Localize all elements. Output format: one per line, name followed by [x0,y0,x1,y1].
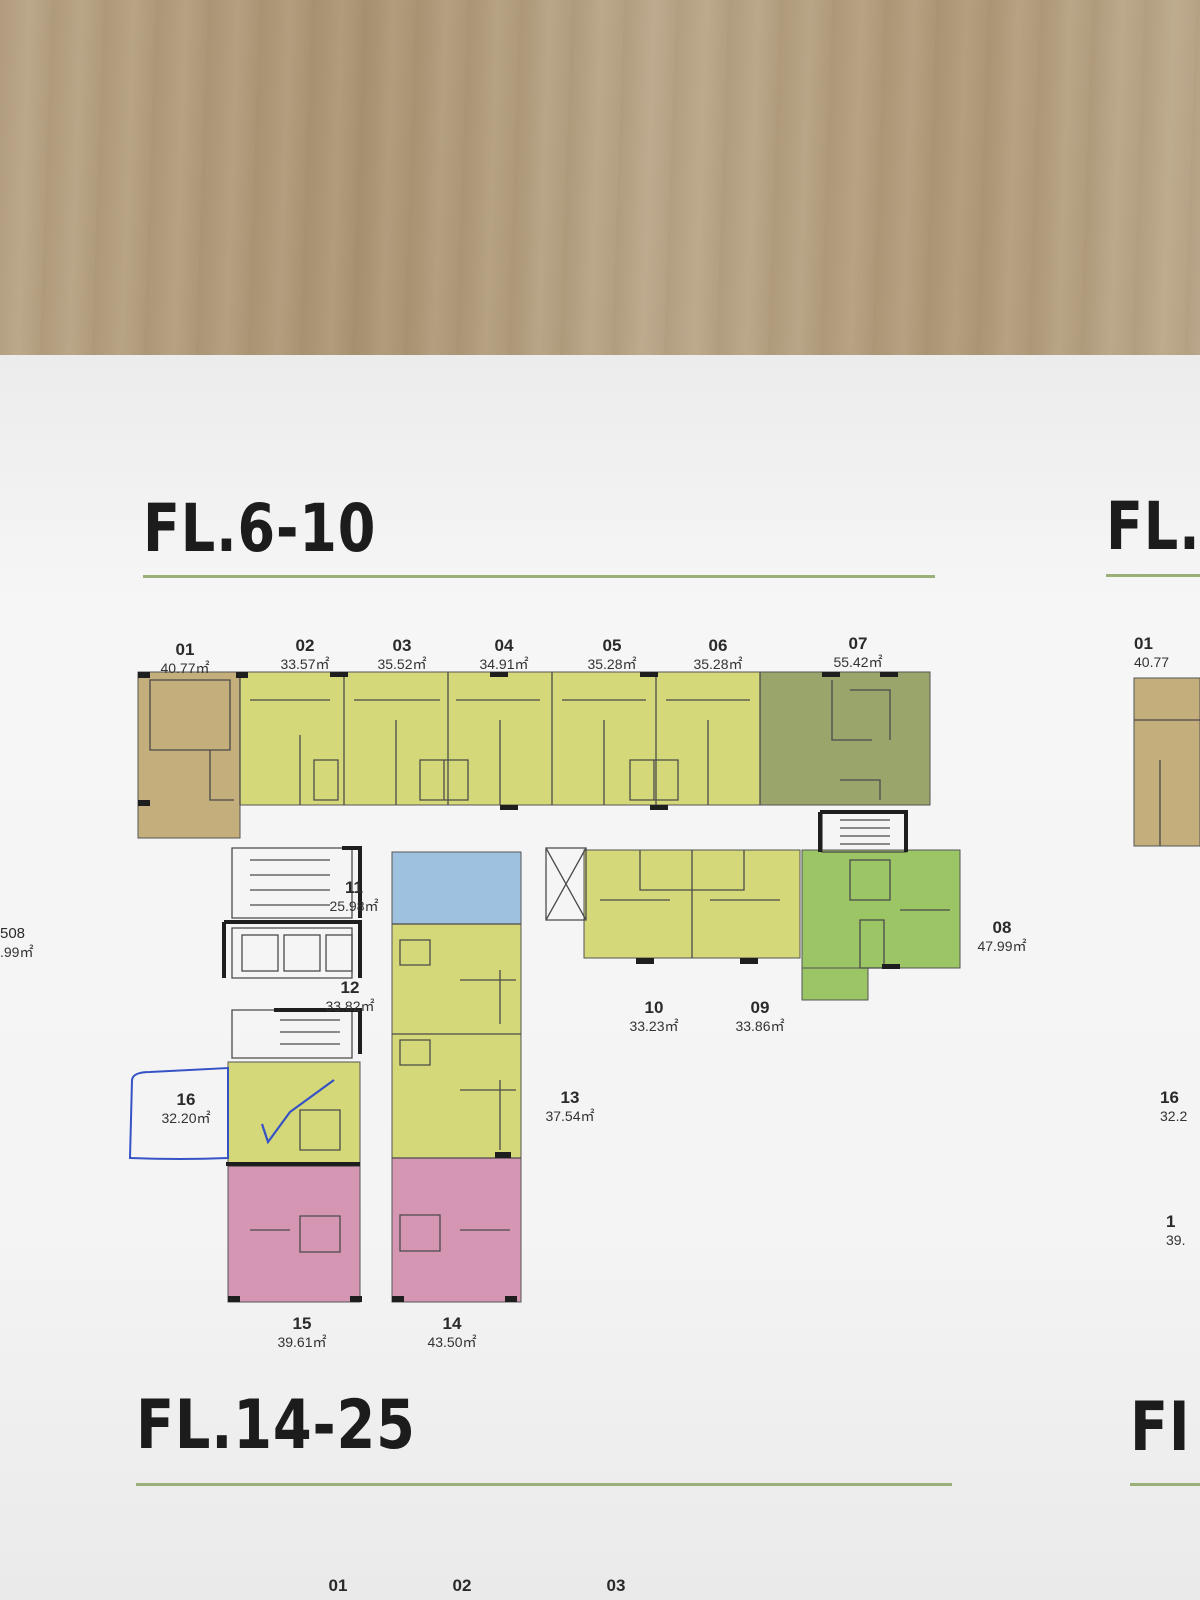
wall-lines [149,672,1200,1253]
unit-10-fill [583,849,693,959]
next-page-unit-01-fill [1133,677,1200,847]
unit-02-fill [239,671,345,806]
floor-title-right-bottom: FI [1130,1388,1191,1467]
unit-fills [137,671,1200,1303]
structural-columns [138,672,900,1302]
thick-walls [222,810,908,1166]
unit-16-fill [227,1061,361,1167]
title-underline-next [136,1483,952,1486]
next-plan-unit-number: 01 [328,1576,348,1595]
left-edge-unit-label: 508.99㎡ [0,925,34,960]
unit-11-fill [391,851,522,925]
floor-title-main: FL.6-10 [143,490,377,567]
unit-08-balcony-fill [801,967,869,1001]
title-underline-right-bottom [1130,1483,1200,1486]
wooden-table [0,0,1200,362]
brochure-page [0,355,1200,1600]
next-plan-unit-number: 02 [452,1576,472,1595]
unit-07-fill [759,671,931,806]
next-plan-unit-number: 03 [606,1576,626,1595]
unit-09-fill [691,849,801,959]
handwritten-checkmark [260,1079,335,1145]
floor-title-next: FL.14-25 [136,1386,416,1465]
unit-01-fill [137,671,241,839]
handwritten-box [128,1066,229,1160]
title-underline-main [143,575,935,578]
unit-15-fill [227,1165,361,1303]
floor-title-right: FL. [1106,488,1200,565]
title-underline-right [1106,574,1200,577]
unit-13-lower-fill [391,1033,522,1159]
unit-08-fill [801,849,961,969]
